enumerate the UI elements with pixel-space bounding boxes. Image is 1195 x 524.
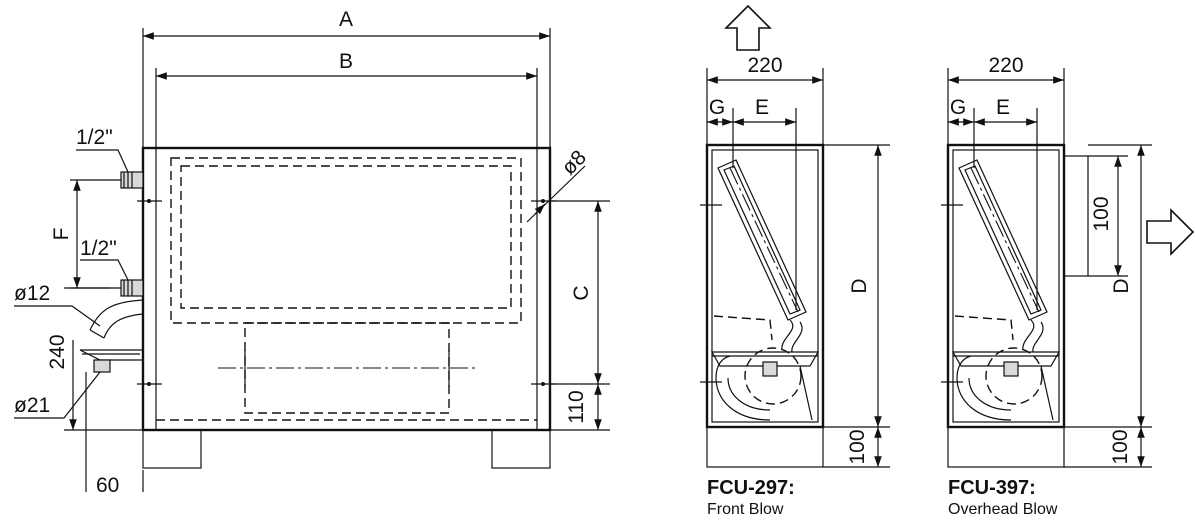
drain-pan-front (710, 351, 820, 367)
arrow-right-icon (1146, 208, 1195, 256)
label-phi8: ø8 (557, 146, 591, 180)
label-220: 220 (747, 54, 782, 77)
label-e-overhead: E (996, 96, 1010, 119)
caption-desc-overhead: Overhead Blow (948, 501, 1058, 518)
overhead-blow-view: 220 G E 10 (941, 54, 1195, 518)
label-100-bottom: 100 (1109, 429, 1132, 464)
label-110: 110 (565, 390, 588, 423)
unit-body-front (705, 143, 825, 429)
coil-outline-inner (180, 165, 512, 309)
coil-overhead (958, 159, 1048, 321)
label-100: 100 (846, 429, 869, 464)
label-d-overhead: D (1110, 278, 1133, 293)
label-phi21: ø21 (14, 394, 50, 417)
foot-overhead (947, 426, 1065, 468)
label-220-overhead: 220 (988, 54, 1023, 77)
label-100-outlet: 100 (1090, 196, 1113, 231)
foot-right (491, 429, 551, 469)
foot-left (142, 429, 202, 469)
drain-pipe (89, 299, 144, 331)
drain-pan-overhead (951, 351, 1061, 367)
unit-body (141, 146, 552, 432)
fan-outline (244, 322, 450, 414)
drain-tray (79, 349, 144, 361)
label-c: C (570, 285, 593, 300)
label-240: 240 (46, 334, 69, 369)
coil-front (717, 159, 807, 321)
foot-front (706, 426, 824, 468)
label-a: A (339, 8, 353, 31)
fan-scroll-front (715, 355, 771, 421)
coil-outline-outer (170, 157, 522, 324)
front-blow-view: 220 G E D (700, 4, 890, 518)
label-e: E (755, 96, 769, 119)
label-b: B (339, 50, 353, 73)
label-g-overhead: G (950, 96, 966, 119)
label-half-inch-bottom: 1/2" (80, 237, 117, 260)
caption-model-overhead: FCU-397: (948, 477, 1036, 499)
outlet-overhead (1063, 155, 1089, 277)
label-d: D (848, 278, 871, 293)
unit-body-overhead (946, 143, 1066, 429)
caption-desc-front: Front Blow (707, 501, 784, 518)
arrow-up-icon (724, 4, 772, 51)
label-60: 60 (96, 474, 119, 497)
side-view: A B (14, 8, 610, 497)
label-phi12: ø12 (14, 282, 50, 305)
label-half-inch-top: 1/2" (76, 126, 113, 149)
fan-scroll-overhead (956, 355, 1012, 421)
label-g: G (709, 96, 725, 119)
label-f: F (50, 228, 73, 241)
caption-model-front: FCU-297: (707, 477, 795, 499)
